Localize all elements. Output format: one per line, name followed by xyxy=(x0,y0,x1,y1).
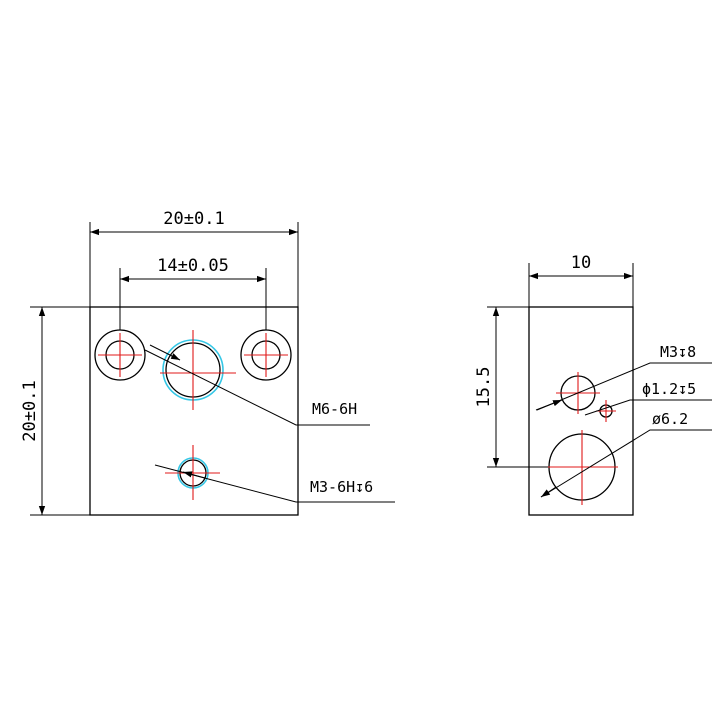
front-view: 20±0.1 14±0.05 20±0.1 M6-6H M3-6H↧6 xyxy=(20,209,395,516)
side-width-dimension: 10 xyxy=(571,253,591,273)
front-height-dimension: 20±0.1 xyxy=(20,380,40,441)
side-pin-leader xyxy=(584,399,712,416)
counterbore-left-outer xyxy=(94,329,146,381)
side-bore-callout: ø6.2 xyxy=(652,410,688,428)
m3-leader-arrow xyxy=(182,471,206,479)
side-pin-callout: ϕ1.2↧5 xyxy=(642,380,696,398)
side-view-outline xyxy=(528,306,634,516)
side-height-dimension: 15.5 xyxy=(474,367,494,408)
side-bore-leader xyxy=(540,429,712,498)
side-m3-leader xyxy=(536,362,712,411)
m6-callout: M6-6H xyxy=(312,400,357,418)
side-bore-leader-arrow xyxy=(540,486,557,498)
front-view-outline xyxy=(89,306,299,516)
front-width-dimension: 20±0.1 xyxy=(163,209,224,229)
m6-leader xyxy=(144,349,370,426)
front-hole-spacing-dimension: 14±0.05 xyxy=(157,256,229,276)
side-view: 10 15.5 M3↧8 ϕ1.2↧5 ø6.2 xyxy=(474,253,712,516)
m6-leader-arrow xyxy=(149,344,181,361)
side-m3-callout: M3↧8 xyxy=(660,343,696,361)
counterbore-right-outer xyxy=(240,329,292,381)
side-m3-leader-arrow xyxy=(535,399,563,411)
m3-callout: M3-6H↧6 xyxy=(310,478,373,496)
